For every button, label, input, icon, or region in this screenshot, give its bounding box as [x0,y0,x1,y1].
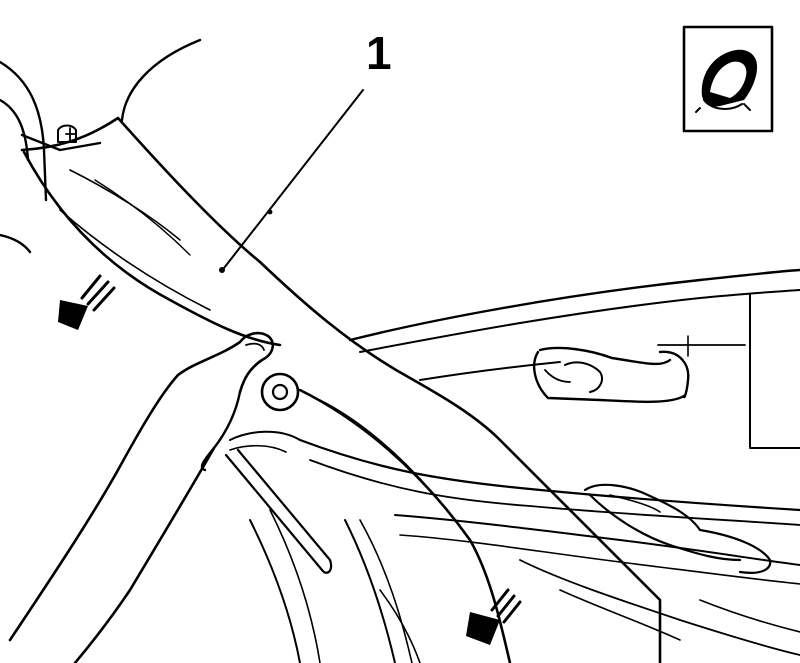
sun-visor [583,483,772,574]
door-frame-left [0,38,202,254]
dashboard-contours [519,559,800,656]
roof-lining [348,268,800,449]
pillar-trim-panel [20,116,662,663]
trim-clip [260,372,300,412]
airbag-seat-icon [682,25,774,133]
callout-label-1: 1 [366,27,392,79]
pull-arrow-lower-middle [466,588,522,645]
hand [8,331,275,663]
grab-handle [533,346,690,403]
windshield-frame [229,430,800,585]
assist-rod [224,448,421,663]
callout-leader-line [223,89,364,269]
pull-arrow-upper-left [58,274,116,330]
